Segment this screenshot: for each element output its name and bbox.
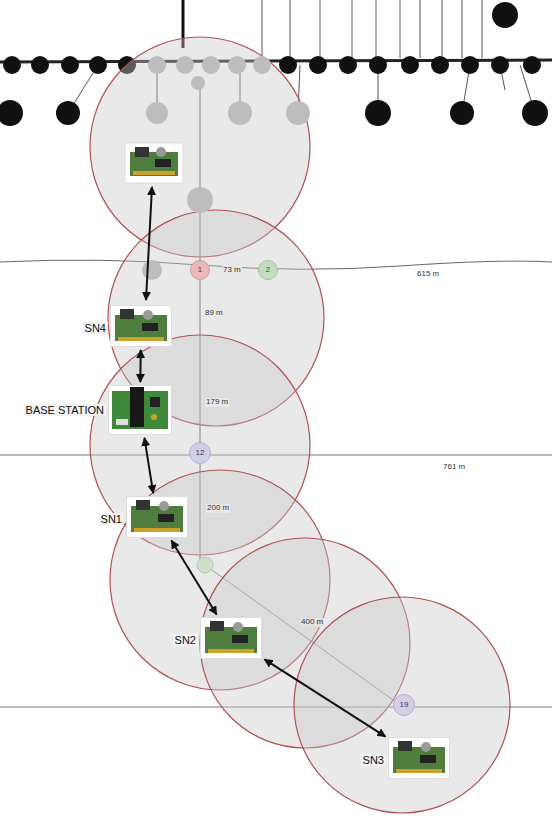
- marker-number: 12: [196, 449, 205, 457]
- device-image: [108, 385, 172, 435]
- marker-circle: 1: [190, 260, 210, 280]
- device-image: [388, 737, 450, 779]
- sensor-node: SN2: [200, 617, 262, 659]
- device-image: [110, 305, 172, 347]
- node-label: SN4: [83, 322, 108, 334]
- distance-label: 179 m: [205, 398, 229, 407]
- node-label: SN3: [361, 754, 386, 766]
- sensor-node: SN1: [126, 496, 188, 538]
- node-label: BASE STATION: [24, 404, 106, 416]
- marker-number: 19: [400, 701, 409, 709]
- distance-label: 200 m: [206, 504, 230, 513]
- marker-circle: 2: [258, 260, 278, 280]
- distance-label: 615 m: [416, 270, 440, 279]
- sensor-node: SN4: [110, 305, 172, 347]
- device-image: [200, 617, 262, 659]
- distance-label: 761 m: [442, 463, 466, 472]
- distance-label: 73 m: [222, 266, 242, 275]
- marker-number: 2: [266, 266, 270, 274]
- radio-link: [139, 350, 141, 382]
- device-image: [126, 496, 188, 538]
- marker-circle: 19: [393, 694, 415, 716]
- base-station: BASE STATION: [108, 385, 172, 435]
- radio-link: [144, 438, 153, 493]
- distance-label: 89 m: [204, 309, 224, 318]
- sensor-node: SN3: [388, 737, 450, 779]
- node-label: SN2: [173, 634, 198, 646]
- radio-link: [171, 541, 216, 615]
- marker-number: 1: [198, 266, 202, 274]
- node-label: SN1: [99, 513, 124, 525]
- distance-label: 400 m: [300, 618, 324, 627]
- marker-circle: 12: [189, 442, 211, 464]
- radio-link: [265, 659, 386, 736]
